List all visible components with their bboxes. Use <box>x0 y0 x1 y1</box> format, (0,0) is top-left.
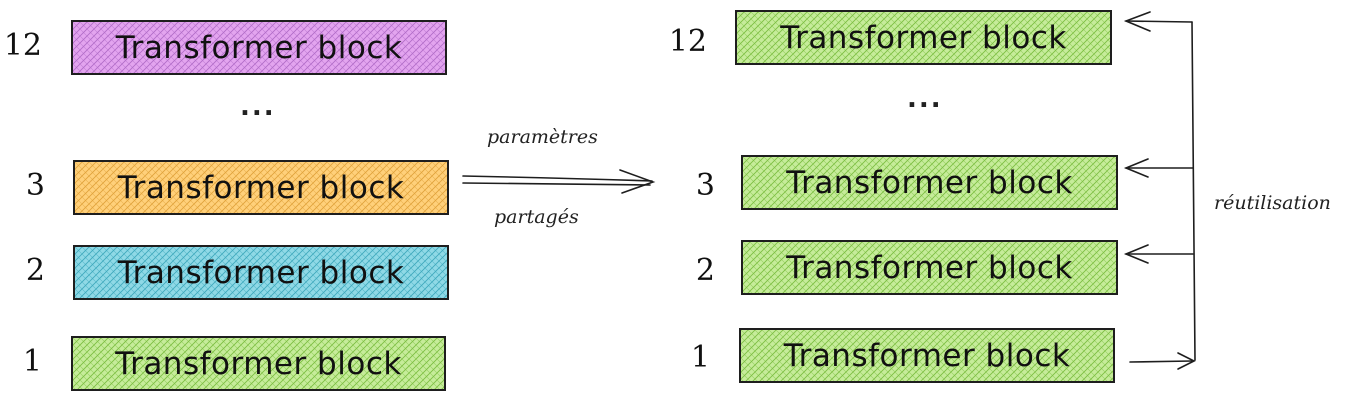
reuse-loop-arrows <box>1123 11 1196 370</box>
left-index-3: 3 <box>25 168 45 203</box>
hatch-fill <box>737 12 1110 63</box>
right-transformer-block-12: Transformer block <box>735 10 1112 65</box>
left-transformer-block-12: Transformer block <box>71 20 447 75</box>
right-transformer-block-1: Transformer block <box>739 328 1115 383</box>
block-label: Transformer block <box>783 337 1071 374</box>
left-index-1: 1 <box>22 344 42 379</box>
right-index-2: 2 <box>695 253 715 288</box>
right-transformer-block-3: Transformer block <box>741 155 1118 210</box>
reuse-label: réutilisation <box>1214 192 1331 214</box>
block-label: Transformer block <box>117 254 405 291</box>
hatch-fill <box>73 22 445 73</box>
shared-arrow-bottom-label: partagés <box>494 206 579 228</box>
right-index-12: 12 <box>668 24 707 59</box>
left-index-2: 2 <box>25 253 45 288</box>
hatch-fill <box>73 338 444 389</box>
right-ellipsis: ... <box>907 84 943 114</box>
left-transformer-block-2: Transformer block <box>73 245 449 300</box>
block-label: Transformer block <box>115 29 403 66</box>
block-label: Transformer block <box>117 169 405 206</box>
shared-parameters-arrow <box>462 169 656 194</box>
block-label: Transformer block <box>780 19 1067 56</box>
hatch-fill <box>75 247 447 298</box>
hatch-fill <box>741 330 1113 381</box>
hatch-fill <box>75 162 447 213</box>
right-index-1: 1 <box>690 340 710 375</box>
left-transformer-block-1: Transformer block <box>71 336 446 391</box>
left-index-12: 12 <box>3 28 42 63</box>
left-transformer-block-3: Transformer block <box>73 160 449 215</box>
block-label: Transformer block <box>786 249 1073 286</box>
block-label: Transformer block <box>115 345 402 382</box>
hatch-fill <box>743 242 1116 293</box>
right-index-3: 3 <box>695 168 715 203</box>
right-transformer-block-2: Transformer block <box>741 240 1118 295</box>
hatch-fill <box>743 157 1116 208</box>
left-ellipsis: ... <box>240 92 276 122</box>
shared-arrow-top-label: paramètres <box>487 126 598 148</box>
block-label: Transformer block <box>786 164 1073 201</box>
